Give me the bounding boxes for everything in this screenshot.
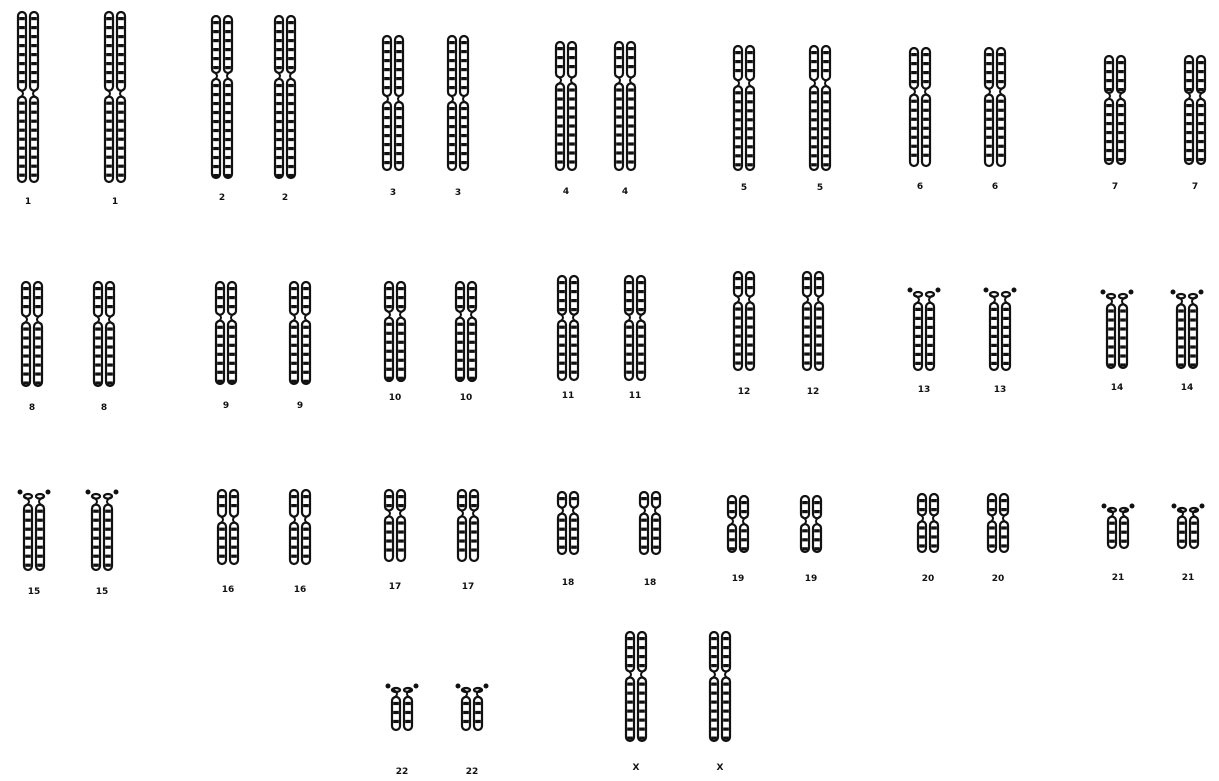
chromosome-label: 4: [563, 187, 569, 197]
chromosome-14: [1101, 290, 1134, 369]
chromosome-label: 2: [282, 193, 288, 203]
chromosome-label: 3: [390, 188, 396, 198]
chromosome-13: [908, 288, 941, 371]
chromosome-6: [985, 48, 1005, 166]
chromosome-label: 20: [992, 574, 1005, 584]
chromosome-20: [988, 494, 1008, 552]
chromosome-label: 18: [562, 578, 575, 588]
chromosome-20: [918, 494, 938, 552]
chromosome-11: [625, 276, 645, 380]
chromosome-label: 14: [1111, 383, 1124, 393]
chromosome-7: [1185, 56, 1205, 164]
chromosome-label: 15: [96, 587, 109, 597]
chromosome-label: 1: [25, 197, 31, 207]
chromosome-17: [458, 490, 478, 561]
chromosome-17: [385, 490, 405, 561]
chromosome-22: [386, 684, 419, 731]
chromosome-label: 15: [28, 587, 41, 597]
chromosome-label: 11: [562, 391, 575, 401]
chromosome-label: 20: [922, 574, 935, 584]
chromosome-2: [275, 16, 295, 178]
chromosome-label: 19: [732, 574, 745, 584]
chromosome-4: [556, 42, 576, 170]
chromosome-label: 2: [219, 193, 225, 203]
chromosome-label: 3: [455, 188, 461, 198]
chromosome-label: 21: [1182, 573, 1195, 583]
chromosome-22: [456, 684, 489, 731]
chromosome-label: 16: [294, 585, 307, 595]
chromosome-label: 22: [466, 767, 479, 777]
chromosome-label: 4: [622, 187, 628, 197]
chromosome-label: 13: [918, 385, 931, 395]
chromosome-label: 12: [738, 387, 751, 397]
chromosome-label: 7: [1112, 182, 1118, 192]
chromosome-12: [734, 272, 754, 370]
chromosome-2: [212, 16, 232, 178]
chromosome-15: [18, 490, 51, 571]
chromosome-8: [94, 282, 114, 386]
chromosome-label: 13: [994, 385, 1007, 395]
chromosome-1: [18, 12, 38, 182]
chromosome-18: [640, 492, 660, 554]
chromosome-14: [1171, 290, 1204, 369]
chromosome-label: X: [633, 763, 640, 773]
chromosome-5: [810, 46, 830, 170]
chromosome-13: [984, 288, 1017, 371]
chromosome-10: [456, 282, 476, 381]
chromosome-label: X: [717, 763, 724, 773]
chromosome-3: [383, 36, 403, 170]
chromosome-label: 8: [101, 403, 107, 413]
chromosome-9: [290, 282, 310, 384]
chromosome-label: 11: [629, 391, 642, 401]
chromosome-label: 17: [389, 582, 402, 592]
chromosome-label: 16: [222, 585, 235, 595]
chromosome-15: [86, 490, 119, 571]
chromosome-1: [105, 12, 125, 182]
chromosome-label: 10: [460, 393, 473, 403]
chromosome-6: [910, 48, 930, 166]
chromosome-5: [734, 46, 754, 170]
chromosome-x: [710, 632, 730, 741]
chromosome-label: 14: [1181, 383, 1194, 393]
chromosome-4: [615, 42, 635, 170]
chromosome-label: 6: [917, 182, 923, 192]
chromosome-label: 12: [807, 387, 820, 397]
chromosome-label: 5: [817, 183, 823, 193]
chromosome-21: [1172, 504, 1205, 549]
chromosome-label: 19: [805, 574, 818, 584]
chromosome-label: 6: [992, 182, 998, 192]
chromosome-label: 18: [644, 578, 657, 588]
chromosome-label: 9: [223, 401, 229, 411]
chromosome-label: 10: [389, 393, 402, 403]
chromosome-label: 8: [29, 403, 35, 413]
chromosome-label: 17: [462, 582, 475, 592]
chromosome-label: 5: [741, 183, 747, 193]
chromosome-18: [558, 492, 578, 554]
chromosome-16: [290, 490, 310, 564]
chromosome-3: [448, 36, 468, 170]
chromosome-8: [22, 282, 42, 386]
chromosome-12: [803, 272, 823, 370]
chromosome-19: [728, 496, 748, 552]
chromosome-label: 22: [396, 767, 409, 777]
chromosome-label: 21: [1112, 573, 1125, 583]
chromosome-11: [558, 276, 578, 380]
chromosome-16: [218, 490, 238, 564]
chromosome-21: [1102, 504, 1135, 549]
chromosome-7: [1105, 56, 1125, 164]
chromosome-label: 1: [112, 197, 118, 207]
chromosome-label: 7: [1192, 182, 1198, 192]
chromosome-9: [216, 282, 236, 384]
chromosome-19: [801, 496, 821, 552]
chromosome-x: [626, 632, 646, 741]
chromosome-set: [18, 12, 1206, 741]
chromosome-10: [385, 282, 405, 381]
chromosome-label: 9: [297, 401, 303, 411]
